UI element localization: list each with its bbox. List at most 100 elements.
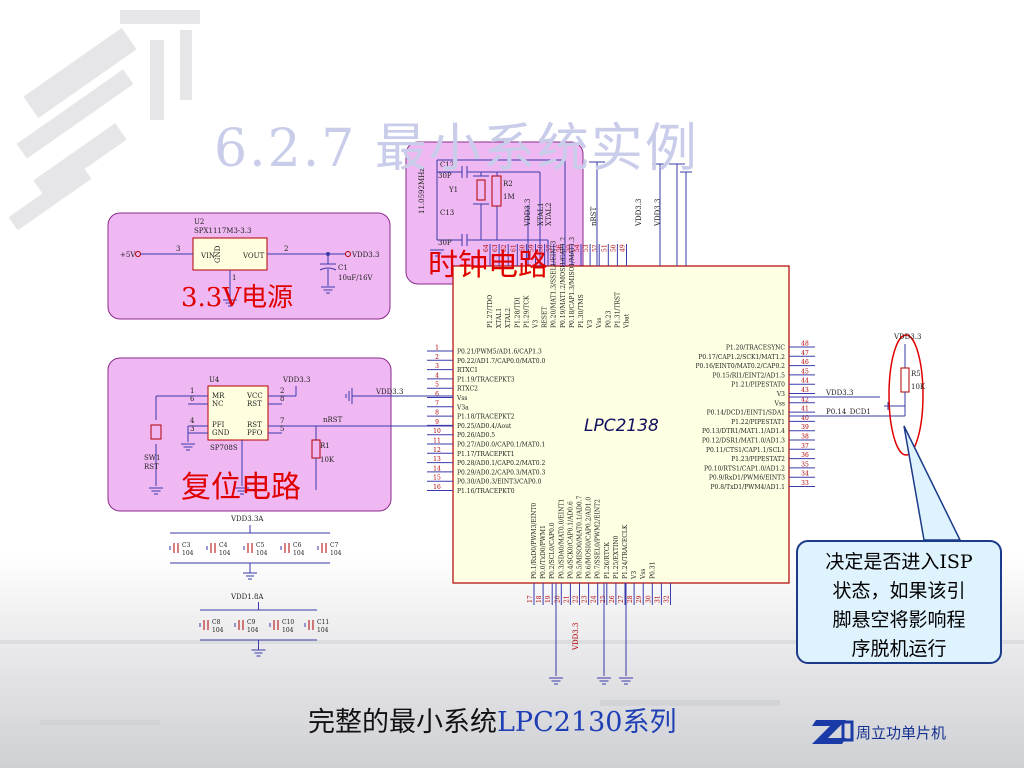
chip-pin-number: 26 [609,595,616,603]
cap-value: 104 [330,550,342,557]
left-net-label: VDD3.3 [375,388,403,396]
chip-pin-number: 52 [592,244,599,252]
r1-ref: R1 [320,442,330,450]
chip-pin-label: RTXC1 [457,367,478,374]
chip-pin-number: 31 [654,595,661,603]
chip-pin-label: P0.9/RxD1/PWM6/EINT3 [709,475,785,482]
u4-nc: NC [212,400,223,408]
reset-block-label: 复位电路 [181,470,301,505]
reset-nrst: nRST [323,416,343,424]
cap-ref: C4 [219,542,228,549]
chip-pin-number: 6 [435,391,439,398]
cap-value: 104 [256,550,268,557]
zlg-logo-icon [812,720,854,744]
power-circuit [141,237,346,307]
chip-pin-label: P1.30/TMS [578,294,585,328]
chip-pin-number: 17 [527,595,534,603]
u4-rst: RST [247,400,262,408]
chip-pin-label: P1.29/TCK [523,295,530,328]
power-output: VDD3.3 [351,251,379,259]
isp-callout: 决定是否进入ISP 状态，如果该引 脚悬空将影响程 序脱机运行 [796,540,1002,664]
chip-pin-number: 21 [563,595,570,603]
reset-circuit [148,385,453,495]
chip-pin-number: 19 [545,595,552,603]
chip-pin-label: P1.25/EXTIN0 [613,535,620,579]
chip-pin-label: P0.14/DCD1/EINT1/SDA1 [707,410,785,417]
u4-pfi: PFI [212,421,225,429]
chip-pin-number: 47 [801,350,809,357]
chip-pin-label: P0.15/RI1/EINT2/AD1.5 [712,372,785,379]
chip-pin-label: Vss [774,400,786,407]
chip-pin-label: P0.11/CTS1/CAP1.1/SCL1 [706,447,785,454]
c13-val: 30P [438,239,452,247]
cap-ref: C7 [330,542,339,549]
chip-pin-number: 9 [435,419,439,426]
u2-ref: U2 [194,218,204,226]
callout-line: 决定是否进入ISP [825,551,973,573]
chip-pin-number: 42 [801,396,809,403]
left-net [345,388,453,404]
chip-pin-number: 39 [801,424,809,431]
chip-pin-number: 29 [636,595,643,603]
chip-pin-number: 61 [510,244,517,252]
cap-value: 104 [212,627,224,634]
clock-vdd: VDD3.3 [524,199,532,227]
cap-ref: C6 [293,542,302,549]
callout-pointer [903,425,962,541]
chip-pin-label: P0.26/AD0.5 [457,432,495,439]
chip-pin-label: P0.17/CAP1.2/SCK1/MAT1.2 [698,354,785,361]
chip-pin-label: RESET [542,307,549,328]
cap-ref: C11 [317,619,329,626]
sw1-name: RST [144,463,159,471]
top-net-vdd-1: VDD3.3 [635,199,643,227]
chip-pin-number: 58 [538,244,545,252]
cap-value: 104 [293,550,305,557]
chip-pin-number: 45 [801,368,809,375]
right-net-vdd: VDD3.3 [825,389,853,397]
chip-pin-label: P1.27/TDO [487,295,494,328]
chip-pin-label: P0.6/MOSI0/CAP0.2/AD1.0 [586,497,593,579]
chip-pin-number: 20 [554,595,561,603]
chip-pin-label: XTAL1 [496,308,503,328]
chip-pin-number: 60 [519,244,526,252]
chip-pin-label: P1.19/TRACEPKT3 [457,376,515,383]
xtal2-net: XTAL2 [545,203,553,226]
u4-pin8: 8 [280,395,284,403]
c13-ref: C13 [440,209,454,217]
u4-pin6: 6 [190,395,195,403]
u2-vin: VIN [200,252,215,260]
sw1-ref: SW1 [144,454,160,462]
chip-pin-number: 12 [433,447,441,454]
chip-pin-number: 64 [483,244,490,252]
c1-ref: C1 [338,264,348,272]
u4-rst-n: RST [247,421,262,429]
cap-rail-1: VDD3.3A [230,515,264,523]
chip-pin-number: 10 [433,428,441,435]
chip-pin-label: P0.1/RxD0/PWM3/EINT0 [531,503,538,579]
chip-pin-label: P1.24/TRACECLK [622,524,629,579]
u4-pin4: 4 [190,417,195,425]
chip-pin-number: 43 [801,387,809,394]
y1-ref: Y1 [448,186,458,194]
chip-pin-number: 5 [435,382,439,389]
chip-pin-number: 11 [433,438,441,445]
chip-pin-label: P0.27/AD0.0/CAP0.1/MAT0.1 [457,442,545,449]
cap-ref: C3 [182,542,191,549]
chip-pin-number: 23 [582,595,589,603]
u4-gnd: GND [212,429,230,437]
callout-line: 脚悬空将影响程 [832,609,966,631]
isp-pin-highlight [888,334,924,456]
u2-pin2: 2 [284,245,288,253]
chip-pin-label: Vss [456,395,468,402]
chip-pin-number: 28 [627,595,634,603]
chip-pin-label: V3 [533,320,540,329]
top-nets [589,161,692,266]
chip-pin-number: 57 [547,244,554,252]
chip-pin-number: 14 [433,465,441,472]
chip-pin-label: V3 [587,320,594,329]
u2-pin1: 1 [232,274,236,282]
callout-line: 状态，如果该引 [832,580,966,602]
